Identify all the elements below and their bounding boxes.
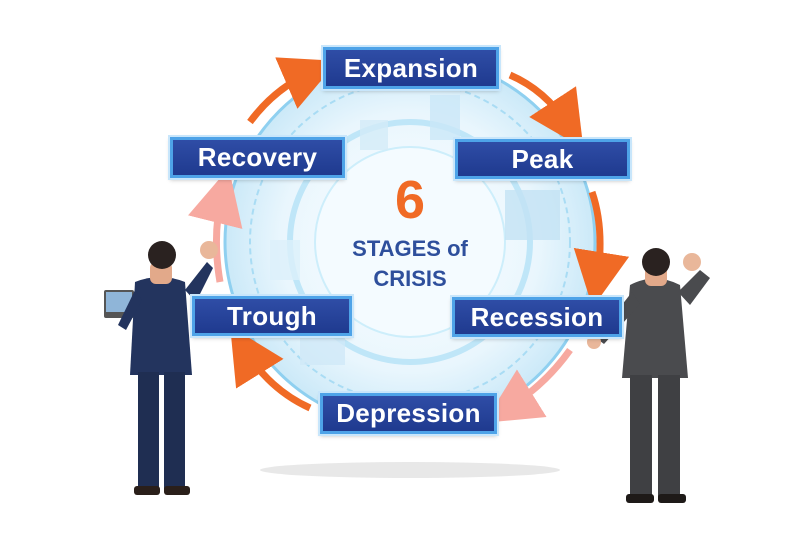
businessman-right [587, 248, 710, 503]
stage-expansion: Expansion [323, 47, 499, 89]
head-hair [642, 248, 670, 276]
raised-arm [185, 262, 213, 302]
center-title-line2: CRISIS [373, 266, 447, 291]
left-arm [118, 290, 142, 330]
arrow-recession-to-depression [484, 347, 573, 423]
center-number: 6 [394, 170, 426, 230]
tech-block [360, 120, 388, 150]
right-leg [164, 372, 185, 490]
jacket [130, 277, 192, 375]
arrow-expansion-to-peak [508, 71, 584, 149]
head-hair [148, 241, 176, 269]
left-shoe [134, 486, 160, 495]
tech-block [270, 240, 300, 280]
hand [683, 253, 701, 271]
right-leg [658, 375, 680, 497]
arrow-peak-to-recession [573, 190, 630, 308]
left-leg [630, 375, 652, 497]
tech-block [430, 95, 460, 140]
center-title: STAGES of CRISIS [330, 234, 490, 294]
right-shoe [164, 486, 190, 495]
arrow-recovery-to-expansion [247, 57, 338, 125]
right-shoe [658, 494, 686, 503]
arrow-depression-to-trough [230, 326, 312, 412]
stage-depression: Depression [320, 393, 497, 434]
core-disc [314, 146, 506, 338]
stage-peak: Peak [455, 139, 630, 179]
left-leg [138, 372, 159, 490]
tech-block [505, 190, 560, 240]
laptop-screen [106, 292, 132, 312]
ground-shadow [260, 462, 560, 478]
raised-arm [678, 270, 710, 305]
businessman-left [104, 241, 218, 495]
stage-recession: Recession [452, 297, 622, 337]
arrow-trough-to-recovery [188, 167, 243, 283]
stage-recovery: Recovery [170, 137, 345, 178]
hand [200, 241, 218, 259]
stage-trough: Trough [192, 296, 352, 336]
hand [587, 335, 601, 349]
center-title-line1: STAGES of [352, 236, 468, 261]
left-shoe [626, 494, 654, 503]
